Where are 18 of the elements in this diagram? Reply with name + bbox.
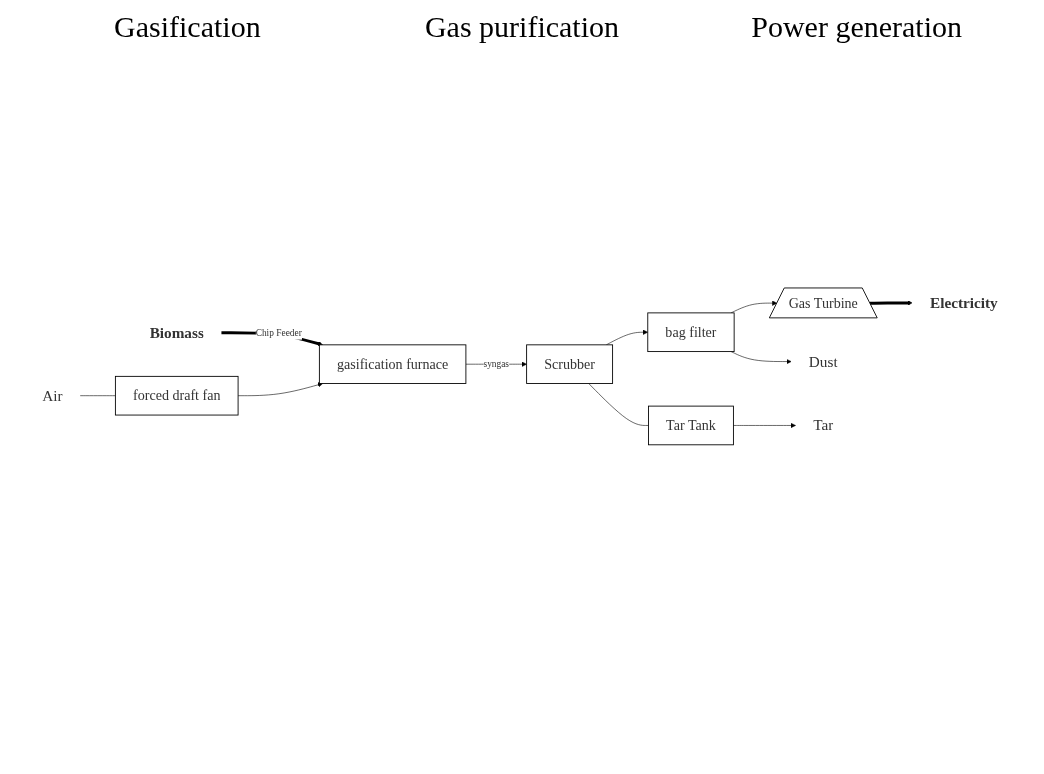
column-heading: Gasification <box>113 10 262 44</box>
connector <box>588 383 649 426</box>
arrow <box>870 300 913 306</box>
node-text: Tar <box>813 416 834 434</box>
column-heading: Power generation <box>750 10 963 44</box>
node-box: Scrubber <box>526 344 614 384</box>
node-box: bag filter <box>647 312 735 352</box>
node-box: gasification furnace <box>318 344 467 384</box>
column-heading: Gas purification <box>423 10 621 44</box>
connector <box>79 395 116 396</box>
node-text: Dust <box>808 352 838 370</box>
node-text: Biomass <box>149 323 204 341</box>
edge-label: Chip Feeder <box>255 327 302 338</box>
node-box: Tar Tank <box>648 405 734 446</box>
edge-label: syngas <box>483 358 510 369</box>
node-box: forced draft fan <box>114 375 239 416</box>
node-text: Electricity <box>929 294 998 312</box>
node-text: Air <box>42 387 63 405</box>
